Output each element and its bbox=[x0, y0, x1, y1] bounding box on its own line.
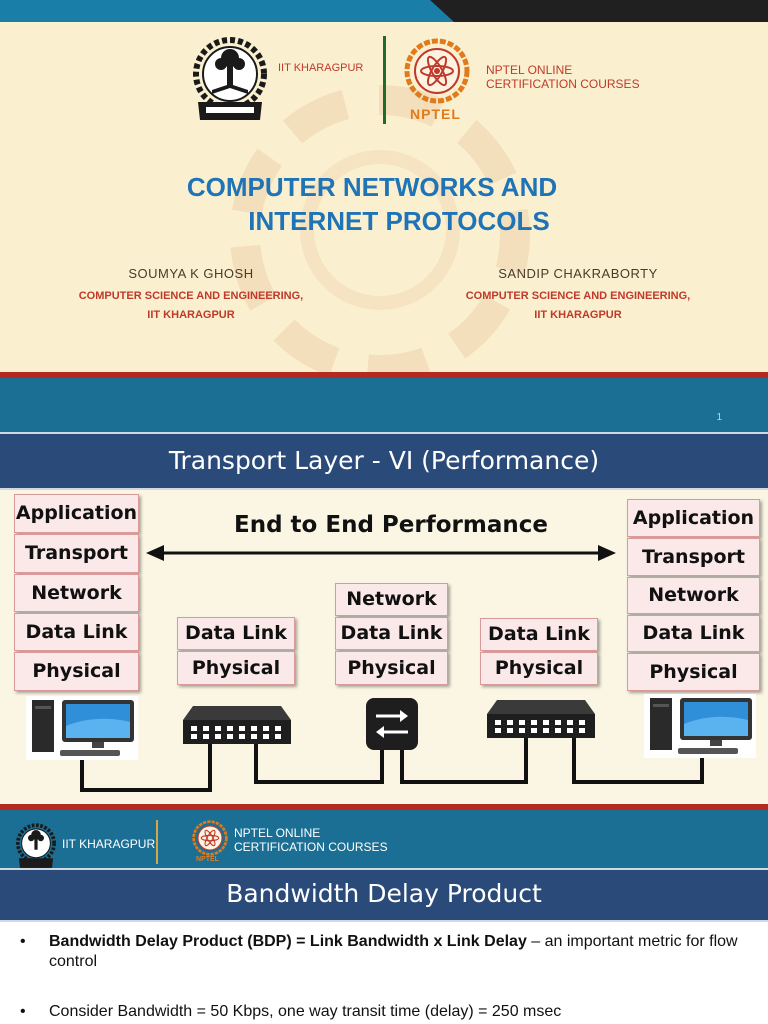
author-department: COMPUTER SCIENCE AND ENGINEERING, bbox=[465, 290, 691, 302]
course-title-line-1: COMPUTER NETWORKS AND bbox=[186, 172, 558, 202]
slide-title: Transport Layer - VI (Performance) bbox=[168, 446, 600, 475]
bullet-marker: • bbox=[20, 1003, 26, 1020]
author-name: SANDIP CHAKRABORTY bbox=[498, 266, 658, 281]
switch-icon bbox=[183, 706, 291, 744]
slide-header-band: 1 bbox=[0, 372, 768, 432]
nptel-line-1: NPTEL ONLINE bbox=[486, 63, 573, 77]
bridge2-layer-data-link: Data Link bbox=[480, 618, 598, 651]
end-to-end-label: End to End Performance bbox=[234, 512, 548, 538]
left-layer-data-link: Data Link bbox=[14, 613, 139, 651]
nptel-logo-icon bbox=[192, 820, 228, 856]
logo-divider bbox=[156, 820, 158, 864]
author-institute: IIT KHARAGPUR bbox=[147, 309, 235, 321]
bullet-bold-text: Bandwidth Delay Product (BDP) = Link Ban… bbox=[49, 933, 527, 950]
slide-header-band: IIT KHARAGPUR NPTEL NPTEL ONLINE CERTIFI… bbox=[0, 804, 768, 868]
router-layer-data-link: Data Link bbox=[335, 617, 448, 650]
top-bar-dark-accent bbox=[430, 0, 768, 22]
author-block: SANDIP CHAKRABORTY COMPUTER SCIENCE AND … bbox=[428, 266, 728, 325]
iit-kharagpur-logo-icon bbox=[16, 823, 56, 868]
bridge1-layer-data-link: Data Link bbox=[177, 617, 295, 650]
nptel-courses-text: NPTEL ONLINE CERTIFICATION COURSES bbox=[486, 63, 640, 91]
right-layer-application: Application bbox=[627, 499, 760, 537]
right-layer-network: Network bbox=[627, 577, 760, 614]
switch-icon bbox=[487, 700, 595, 738]
left-layer-network: Network bbox=[14, 574, 139, 612]
right-layer-data-link: Data Link bbox=[627, 615, 760, 652]
bullet-marker: • bbox=[20, 933, 26, 950]
course-title: COMPUTER NETWORKS AND INTERNET PROTOCOLS bbox=[0, 170, 768, 238]
bullet-item: • Bandwidth Delay Product (BDP) = Link B… bbox=[20, 932, 750, 976]
course-title-line-2: INTERNET PROTOCOLS bbox=[248, 206, 550, 236]
bullet-text: Consider Bandwidth = 50 Kbps, one way tr… bbox=[49, 1002, 754, 1022]
institute-name: IIT KHARAGPUR bbox=[278, 62, 364, 74]
end-to-end-arrow bbox=[146, 545, 616, 561]
iit-kharagpur-logo-icon bbox=[193, 37, 267, 120]
left-layer-application: Application bbox=[14, 494, 139, 533]
bullet-rest-text: Consider Bandwidth = 50 Kbps, one way tr… bbox=[49, 1003, 562, 1020]
left-layer-physical: Physical bbox=[14, 652, 139, 691]
institute-name: IIT KHARAGPUR bbox=[62, 837, 156, 851]
router-icon bbox=[366, 698, 418, 750]
left-layer-transport: Transport bbox=[14, 534, 139, 573]
nptel-line-2: CERTIFICATION COURSES bbox=[486, 77, 640, 91]
author-block: SOUMYA K GHOSH COMPUTER SCIENCE AND ENGI… bbox=[41, 266, 341, 325]
bullet-rest-text: – an important metric for flow control bbox=[49, 933, 738, 970]
nptel-line-1: NPTEL ONLINE bbox=[234, 826, 321, 840]
right-layer-physical: Physical bbox=[627, 653, 760, 691]
bridge1-layer-physical: Physical bbox=[177, 651, 295, 685]
bullet-item: • Consider Bandwidth = 50 Kbps, one way … bbox=[20, 1002, 750, 1024]
bridge2-layer-physical: Physical bbox=[480, 652, 598, 685]
nptel-logo-icon bbox=[404, 38, 470, 104]
nptel-courses-text: NPTEL ONLINE CERTIFICATION COURSES bbox=[234, 826, 388, 854]
bullet-text: Bandwidth Delay Product (BDP) = Link Ban… bbox=[49, 932, 754, 972]
author-name: SOUMYA K GHOSH bbox=[128, 266, 254, 281]
router-layer-physical: Physical bbox=[335, 651, 448, 685]
computer-icon bbox=[26, 696, 138, 760]
logo-divider bbox=[383, 36, 386, 124]
network-cabling bbox=[80, 738, 704, 792]
bandwidth-delay-slide: IIT KHARAGPUR NPTEL NPTEL ONLINE CERTIFI… bbox=[0, 804, 768, 1024]
right-layer-transport: Transport bbox=[627, 538, 760, 576]
author-department: COMPUTER SCIENCE AND ENGINEERING, bbox=[78, 290, 304, 302]
nptel-wordmark: NPTEL bbox=[196, 856, 219, 863]
title-slide: IIT KHARAGPUR NPTEL NPTEL ONLINE CERTIFI… bbox=[0, 0, 768, 372]
computer-icon bbox=[644, 694, 756, 758]
nptel-wordmark: NPTEL bbox=[410, 106, 461, 122]
author-institute: IIT KHARAGPUR bbox=[534, 309, 622, 321]
router-layer-network: Network bbox=[335, 583, 448, 616]
slide-title-bar: Bandwidth Delay Product bbox=[0, 868, 768, 922]
nptel-line-2: CERTIFICATION COURSES bbox=[234, 840, 388, 854]
page-number: 1 bbox=[716, 412, 722, 423]
slide-title: Bandwidth Delay Product bbox=[226, 879, 542, 908]
slide-title-bar: Transport Layer - VI (Performance) bbox=[0, 432, 768, 490]
